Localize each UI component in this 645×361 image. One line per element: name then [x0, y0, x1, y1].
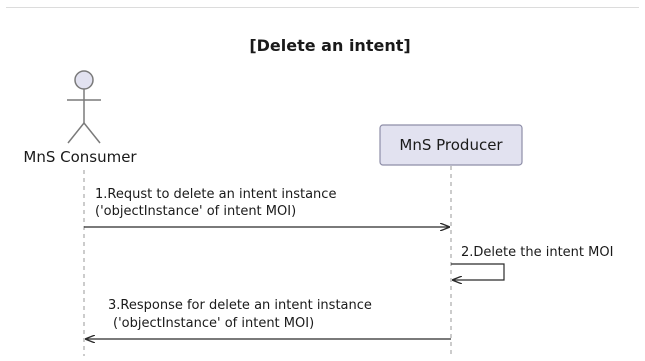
message-3-line-1: 3.Response for delete an intent instance — [108, 298, 372, 313]
top-divider — [6, 7, 639, 8]
producer-box — [379, 124, 523, 166]
producer-label: MnS Producer — [399, 136, 503, 154]
message-2-label: 2.Delete the intent MOI — [461, 245, 613, 260]
diagram-title: [Delete an intent] — [249, 36, 410, 55]
message-3-line-2: ('objectInstance' of intent MOI) — [113, 316, 314, 331]
message-1-line-1: 1.Requst to delete an intent instance — [95, 187, 336, 202]
message-1-line-2: ('objectInstance' of intent MOI) — [95, 204, 296, 219]
consumer-actor-icon — [67, 70, 101, 144]
message-2-arrow — [451, 263, 505, 280]
consumer-label: MnS Consumer — [23, 148, 137, 166]
